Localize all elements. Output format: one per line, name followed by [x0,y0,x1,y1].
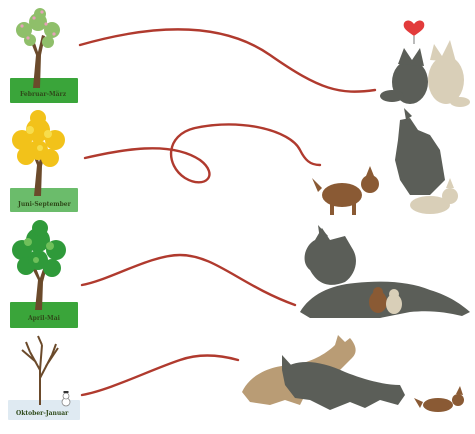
grass-strip [10,188,78,212]
heart-icon [404,20,425,36]
season-label: April-Mai [27,315,61,322]
wolf-nursing-pups-icon [300,225,470,318]
grey-wolf [380,48,428,104]
running-pup [414,386,464,412]
wolves-running-icon [242,335,464,412]
brown-pup [312,166,379,215]
tree-foliage [16,8,60,48]
connector-line-1 [80,29,375,91]
connector-line-4 [82,355,238,395]
snowman-icon [62,391,70,406]
tree-card-april-may: April-Mai [10,220,78,328]
connector-line-3 [82,255,295,305]
wolf-pair-heart-icon [380,20,470,107]
connector-line-2 [85,124,320,182]
tree-card-june-september: Juni-September [10,110,78,212]
season-label: Februar-März [20,91,67,98]
tree-foliage [12,110,65,167]
adult-wolf [395,108,445,195]
tree-card-october-january: Oktober-Januar [8,336,80,420]
season-label: Juni-September [17,201,72,208]
tree-card-february-march: Februar-März [10,8,78,103]
bare-branches [22,336,58,405]
wolf-family-pups-icon [312,108,458,215]
season-label: Oktober-Januar [16,410,69,417]
light-wolf [428,40,470,107]
tree-foliage [12,220,66,277]
